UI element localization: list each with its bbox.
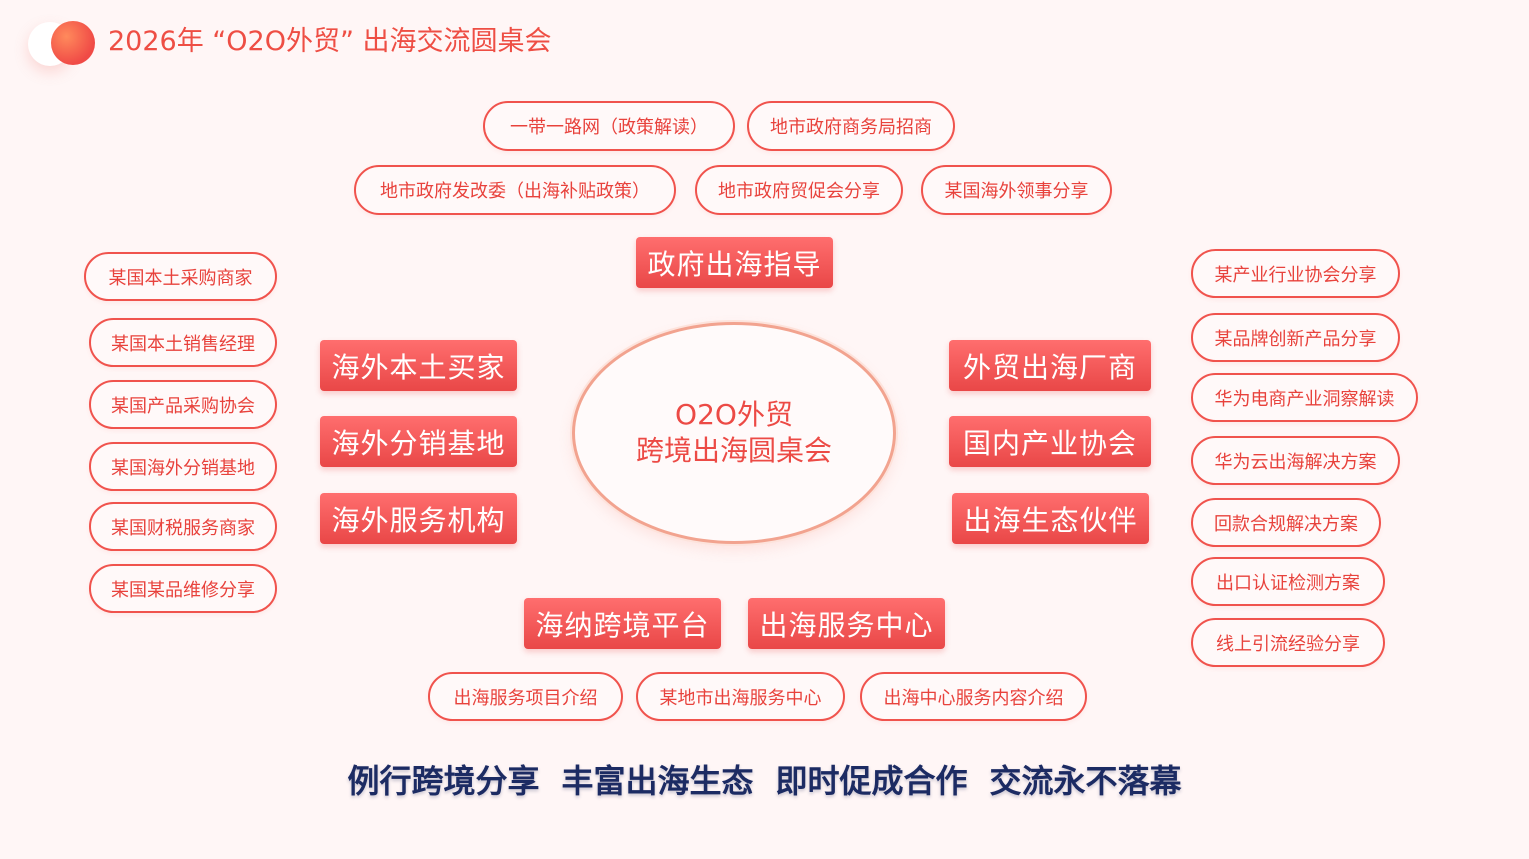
page-title: 2026年 “O2O外贸” 出海交流圆桌会 <box>108 26 552 57</box>
pill-right-4: 华为云出海解决方案 <box>1191 436 1400 485</box>
center-roundtable: O2O外贸 跨境出海圆桌会 <box>572 322 896 544</box>
pill-top-5: 某国海外领事分享 <box>921 165 1112 215</box>
logo <box>28 20 98 68</box>
slogan-2: 丰富出海生态 <box>561 762 754 800</box>
slogan-3: 即时促成合作 <box>775 762 968 800</box>
pill-top-1: 一带一路网（政策解读） <box>483 101 735 151</box>
category-crossborder-platform: 海纳跨境平台 <box>524 598 721 649</box>
pill-bottom-1: 出海服务项目介绍 <box>428 672 623 721</box>
center-line-1: O2O外贸 <box>675 398 793 431</box>
pill-right-1: 某产业行业协会分享 <box>1191 249 1400 298</box>
category-trade-manufacturers: 外贸出海厂商 <box>949 340 1151 391</box>
pill-right-3: 华为电商产业洞察解读 <box>1191 373 1418 422</box>
category-service-center: 出海服务中心 <box>748 598 945 649</box>
pill-right-7: 线上引流经验分享 <box>1191 618 1385 667</box>
pill-left-3: 某国产品采购协会 <box>89 380 277 429</box>
pill-top-4: 地市政府贸促会分享 <box>695 165 903 215</box>
pill-left-2: 某国本土销售经理 <box>89 318 277 367</box>
pill-top-2: 地市政府商务局招商 <box>747 101 955 151</box>
category-overseas-buyers: 海外本土买家 <box>320 340 517 391</box>
category-government-guidance: 政府出海指导 <box>636 237 833 288</box>
slogan-1: 例行跨境分享 <box>347 762 540 800</box>
pill-right-6: 出口认证检测方案 <box>1191 557 1385 606</box>
pill-right-2: 某品牌创新产品分享 <box>1191 313 1400 362</box>
pill-top-3: 地市政府发改委（出海补贴政策） <box>354 165 676 215</box>
center-line-2: 跨境出海圆桌会 <box>635 434 832 467</box>
pill-bottom-3: 出海中心服务内容介绍 <box>860 672 1087 721</box>
category-ecosystem-partners: 出海生态伙伴 <box>952 493 1149 544</box>
category-overseas-services: 海外服务机构 <box>320 493 517 544</box>
pill-bottom-2: 某地市出海服务中心 <box>636 672 845 721</box>
slogan-4: 交流永不落幕 <box>989 762 1182 800</box>
pill-right-5: 回款合规解决方案 <box>1191 498 1381 547</box>
slogan-bar: 例行跨境分享 丰富出海生态 即时促成合作 交流永不落幕 <box>0 756 1529 800</box>
logo-red-circle <box>51 21 95 65</box>
pill-left-4: 某国海外分销基地 <box>89 442 277 491</box>
category-domestic-associations: 国内产业协会 <box>949 416 1151 467</box>
pill-left-1: 某国本土采购商家 <box>84 252 277 301</box>
pill-left-6: 某国某品维修分享 <box>89 564 277 613</box>
pill-left-5: 某国财税服务商家 <box>89 502 277 551</box>
category-overseas-distribution: 海外分销基地 <box>320 416 517 467</box>
